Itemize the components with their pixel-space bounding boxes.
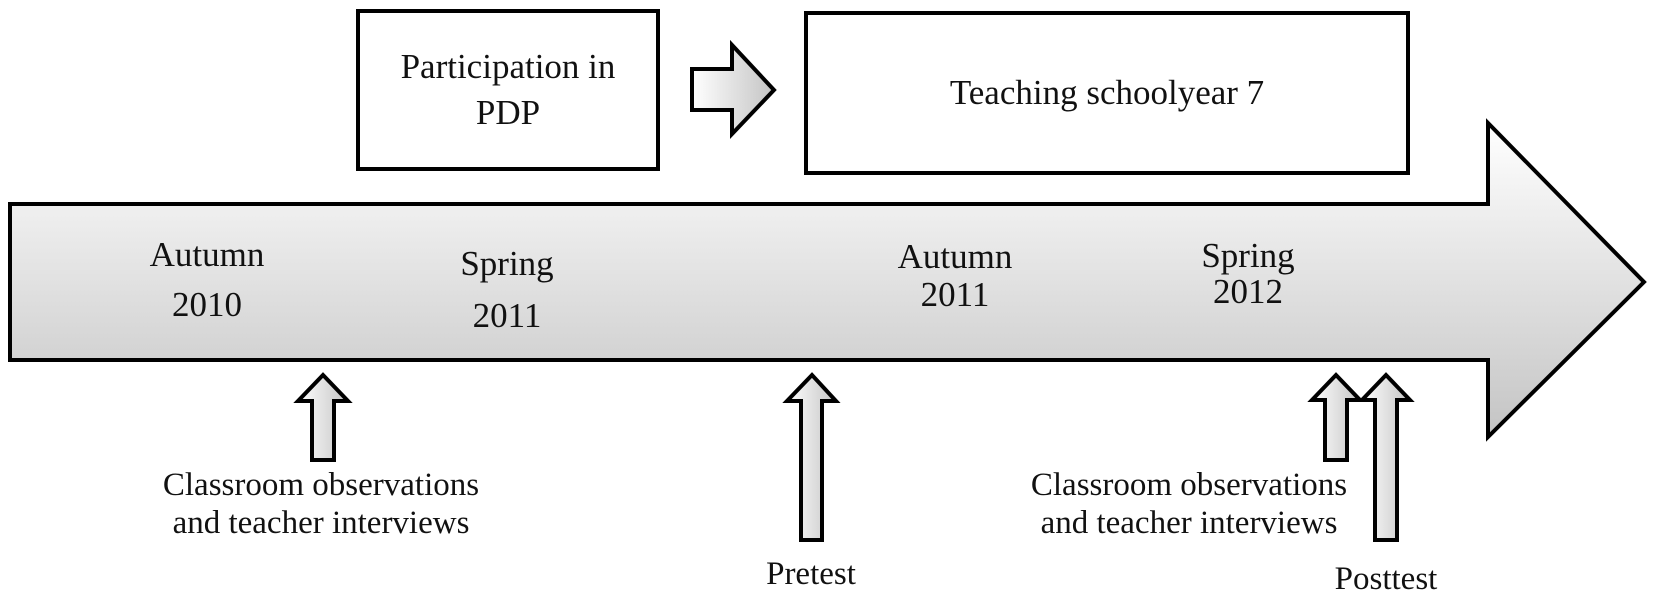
timeline-label-spring-2011: Spring 2011 [460, 238, 553, 342]
pdp-participation-box: Participation in PDP [356, 9, 660, 171]
observations-1-up-arrow [293, 372, 353, 462]
teaching-box-label: Teaching schoolyear 7 [949, 73, 1265, 112]
year-text: 2012 [1212, 272, 1283, 311]
pretest-up-arrow [782, 372, 841, 542]
teaching-schoolyear-box: Teaching schoolyear 7 [804, 11, 1410, 175]
observations-2-line1: Classroom observations [1030, 467, 1348, 503]
timeline-arrow [8, 118, 1647, 442]
observations-2-up-arrow [1307, 372, 1365, 462]
pdp-to-teaching-arrow [690, 39, 777, 139]
observations-1-line2: and teacher interviews [172, 505, 470, 541]
posttest-label: Posttest [1335, 560, 1438, 598]
posttest-up-arrow [1357, 372, 1415, 542]
pdp-box-line1: Participation in [400, 47, 616, 86]
season-text: Spring [460, 244, 554, 283]
observations-2-label: Classroom observations and teacher inter… [1031, 466, 1347, 542]
season-text: Spring [1201, 236, 1295, 275]
year-text: 2011 [920, 275, 990, 314]
posttest-text: Posttest [1334, 561, 1438, 597]
pretest-text: Pretest [766, 556, 856, 592]
pretest-label: Pretest [766, 555, 856, 593]
observations-2-line2: and teacher interviews [1040, 505, 1338, 541]
year-text: 2011 [472, 296, 542, 335]
season-text: Autumn [149, 235, 265, 274]
observations-1-label: Classroom observations and teacher inter… [163, 466, 479, 542]
timeline-label-autumn-2010: Autumn 2010 [150, 230, 265, 330]
timeline-label-autumn-2011: Autumn 2011 [898, 238, 1013, 314]
season-text: Autumn [897, 237, 1013, 276]
pdp-box-line2: PDP [475, 93, 541, 132]
observations-1-line1: Classroom observations [162, 467, 480, 503]
year-text: 2010 [171, 285, 242, 324]
timeline-label-spring-2012: Spring 2012 [1201, 238, 1294, 310]
